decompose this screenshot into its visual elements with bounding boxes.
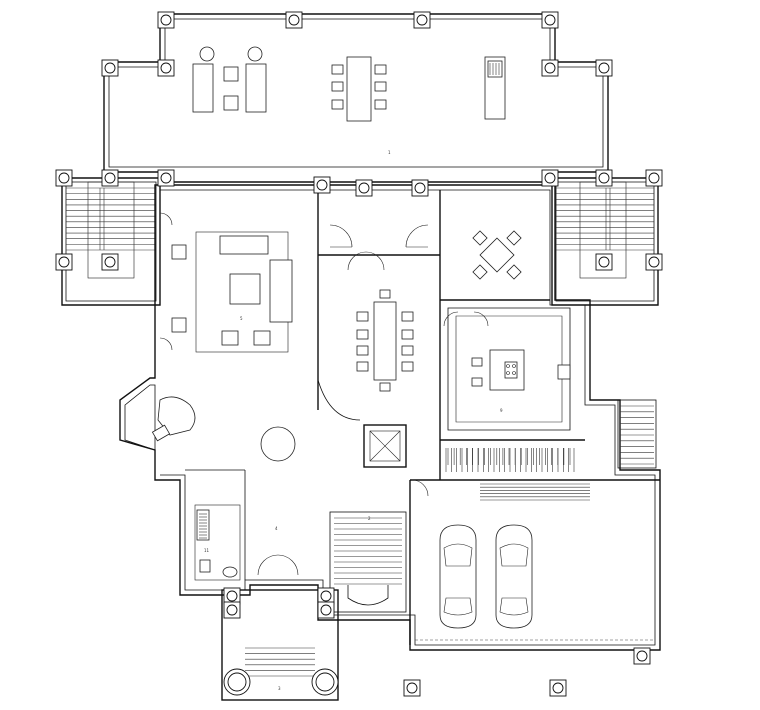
column-core [636,650,648,662]
kitchen: 9 [447,307,571,465]
column-core [598,256,610,268]
column-core [414,182,426,194]
wc: 11 [194,504,241,581]
main-stair: 2 [329,511,407,613]
column-core [544,14,556,26]
column-core [104,62,116,74]
column-core [358,182,370,194]
dining-room [317,289,414,421]
column-core [598,62,610,74]
terrace-dining-table [331,56,387,122]
entry: 4 [257,526,299,576]
garage [415,448,655,641]
door-swings [159,212,489,497]
car-left [439,524,477,629]
left-stair [61,177,161,306]
column-core [320,604,332,616]
elevator [363,424,407,468]
column-core [288,14,300,26]
columns [55,11,663,697]
service-stair [617,399,657,469]
column-core [598,172,610,184]
room-label-entry: 4 [275,526,278,531]
breakfast-table [472,230,522,280]
column-core [58,256,70,268]
column-core [160,172,172,184]
room-label-terrace: 1 [388,150,391,155]
column-core [648,172,660,184]
column-core [544,62,556,74]
room-label-wc: 11 [204,548,210,553]
column-core [648,256,660,268]
terrace-sofa-set [192,46,267,113]
room-label-front-steps: 3 [278,686,281,691]
piano-bay [124,384,296,462]
room-label-stair-landing: 2 [368,516,371,521]
terrace-lounger [484,56,506,120]
column-core [416,14,428,26]
column-core [104,172,116,184]
column-core [226,590,238,602]
terrace: 1 [103,13,609,183]
column-core [58,172,70,184]
column-core [226,604,238,616]
column-core [406,682,418,694]
front-steps: 3 [221,589,339,701]
room-label-kitchen: 9 [500,408,503,413]
room-label-living: 5 [240,316,243,321]
living-room: 5 [171,231,293,353]
column-core [104,256,116,268]
column-core [316,179,328,191]
column-core [544,172,556,184]
column-core [320,590,332,602]
right-stair [551,177,659,306]
column-core [160,14,172,26]
column-core [552,682,564,694]
column-core [160,62,172,74]
car-right [495,524,533,629]
